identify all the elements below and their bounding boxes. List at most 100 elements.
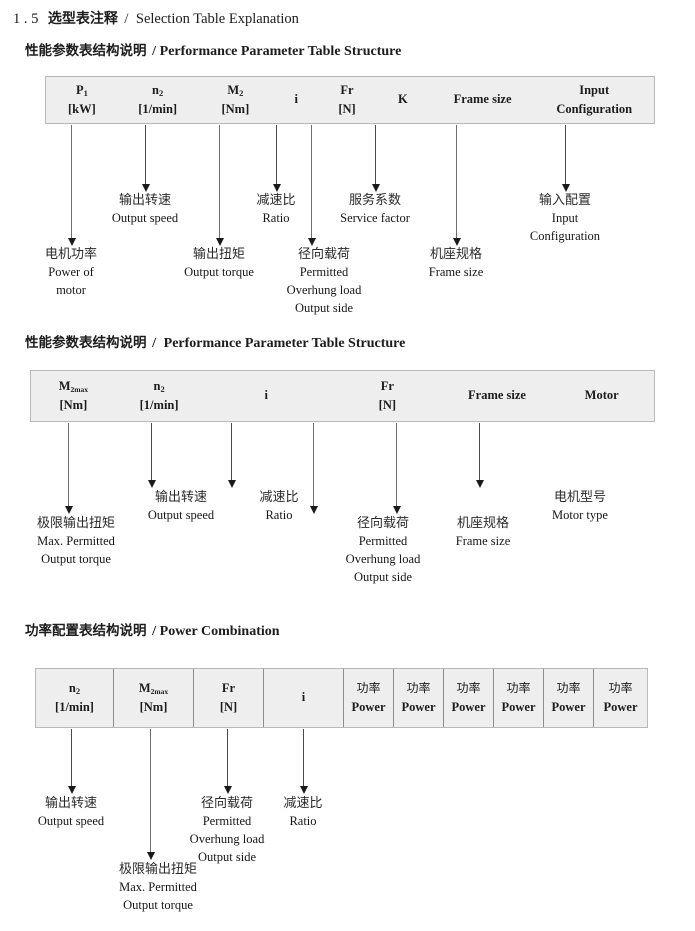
table1-arrow-n2 [141, 125, 150, 192]
table3-arrow-m2max [146, 852, 155, 860]
section-heading-en: Power Combination [159, 624, 280, 639]
table2-label-permitted-overhung-load: 径向载荷 Permitted Overhung load Output side [346, 515, 421, 587]
label-en-line-1: Permitted [299, 265, 349, 280]
page-title-separator: / [124, 11, 129, 27]
table2-stem-frame-size [396, 423, 397, 508]
label-cn: 输出扭矩 [192, 247, 246, 262]
page-title: 1 . 5 选型表注释 / Selection Table Explanatio… [13, 8, 299, 28]
label-cn: 极限输出扭矩 [118, 862, 198, 877]
table1-arrow-frame-size [452, 238, 461, 246]
table2-col-fr-symbol: Fr [380, 378, 394, 393]
page-title-en: Selection Table Explanation [135, 11, 299, 27]
table3-col-power-3: 功率 Power [444, 669, 494, 727]
table3-col-n2-unit: [1/min] [55, 700, 94, 714]
label-en-line-1: Ratio [289, 814, 317, 829]
label-cn: 极限输出扭矩 [36, 516, 116, 531]
table2-arrow-i [227, 423, 236, 488]
section-heading-power-combination: 功率配置表结构说明 / Power Combination [25, 624, 280, 639]
label-en-line-1: Permitted [202, 814, 252, 829]
label-cn: 输出转速 [44, 796, 97, 811]
table1-label-ratio: 减速比 Ratio [256, 192, 295, 228]
label-en-line-2: Output torque [41, 552, 111, 567]
label-cn: 减速比 [259, 490, 299, 505]
section-heading-performance-1: 性能参数表结构说明 / Performance Parameter Table … [25, 44, 401, 59]
table3-col-power-3-en: Power [451, 699, 486, 714]
table3-col-power-6-en: Power [603, 699, 638, 714]
table2-col-frame-size: Frame size [445, 371, 550, 421]
section-heading-cn: 功率配置表结构说明 [25, 623, 147, 639]
table1-col-n2-symbol: n2 [152, 82, 164, 98]
table3-col-power-4-cn: 功率 [506, 681, 531, 696]
table2-arrow-n2 [147, 423, 156, 488]
label-cn: 电机型号 [553, 490, 606, 505]
table1-col-input-configuration: Input Configuration [534, 77, 654, 123]
table3-col-n2-symbol: n2 [68, 680, 81, 696]
table1-arrow-input-configuration [561, 125, 570, 192]
table2-col-i: i [202, 371, 330, 421]
section-heading-cn: 性能参数表结构说明 [25, 335, 147, 351]
label-en-line-1: Frame size [455, 534, 511, 549]
label-en-line-1: Service factor [340, 211, 410, 226]
table3-col-power-4: 功率 Power [494, 669, 544, 727]
table1-col-frame-size: Frame size [431, 77, 535, 123]
label-cn: 径向载荷 [200, 796, 254, 811]
label-en-line-1: Frame size [428, 265, 484, 280]
table2-col-m2max-symbol: M2max [58, 378, 89, 394]
label-en-line-3: Output side [198, 849, 256, 864]
table3-col-fr-symbol: Fr [221, 680, 236, 695]
table2-label-frame-size: 机座规格 Frame size [456, 515, 511, 551]
table3-col-power-5-en: Power [551, 699, 586, 714]
label-cn: 输出转速 [118, 193, 171, 208]
label-en-line-1: Max. Permitted [37, 534, 115, 549]
table2-col-i-symbol: i [264, 388, 268, 403]
power-combination-table: n2 [1/min] M2max [Nm] Fr [N] i 功率 Power … [35, 668, 648, 728]
table2-col-m2max-unit: [Nm] [59, 398, 88, 412]
label-cn: 机座规格 [429, 247, 482, 262]
label-en-line-1: Output speed [37, 814, 105, 829]
table3-col-power-5-cn: 功率 [556, 681, 581, 696]
page-title-cn: 选型表注释 [47, 11, 118, 27]
table3-col-power-1-en: Power [351, 699, 386, 714]
table2-arrow-m2max [64, 506, 73, 514]
performance-parameter-table-2: M2max [Nm] n2 [1/min] i Fr [N] Frame siz… [30, 370, 655, 422]
page-title-number: 1 . 5 [13, 11, 39, 27]
section-heading-separator: / [152, 624, 157, 639]
table3-label-ratio: 减速比 Ratio [283, 795, 322, 831]
table2-col-n2: n2 [1/min] [116, 371, 203, 421]
table3-label-max-permitted-output-torque: 极限输出扭矩 Max. Permitted Output torque [119, 861, 197, 915]
performance-parameter-table-1: P1 [kW] n2 [1/min] M2 [Nm] i Fr [N] K Fr… [45, 76, 655, 124]
table3-col-power-1-cn: 功率 [356, 681, 381, 696]
table3-col-power-3-cn: 功率 [456, 681, 481, 696]
table2-col-frame-size-symbol: Frame size [468, 388, 526, 403]
table2-col-motor-symbol: Motor [584, 388, 619, 403]
label-en-line-1: Output torque [184, 265, 254, 280]
table1-col-m2: M2 [Nm] [198, 77, 274, 123]
label-cn: 输出转速 [154, 490, 207, 505]
table2-col-fr: Fr [N] [330, 371, 445, 421]
label-en-line-1: Power of [48, 265, 94, 280]
label-en-line-3: Output side [354, 569, 412, 584]
table1-stem-m2 [219, 125, 220, 240]
table1-col-i: i [273, 77, 319, 123]
table2-label-motor-type: 电机型号 Motor type [552, 489, 608, 525]
table3-col-i-symbol: i [301, 690, 306, 705]
table2-col-n2-symbol: n2 [153, 378, 165, 394]
label-cn: 服务系数 [348, 193, 402, 208]
table3-col-power-6-cn: 功率 [608, 681, 633, 696]
table3-col-m2max-unit: [Nm] [139, 700, 168, 714]
label-en-line-1: Output speed [111, 211, 179, 226]
label-en-line-1: Output speed [147, 508, 215, 523]
table3-col-i: i [264, 669, 344, 727]
table1-col-input-unit: Configuration [556, 102, 633, 116]
table3-col-fr: Fr [N] [194, 669, 264, 727]
table2-label-output-speed: 输出转速 Output speed [148, 489, 214, 525]
table1-stem-frame-size [456, 125, 457, 240]
table1-label-input-configuration: 输入配置 Input Configuration [530, 192, 600, 246]
section-heading-en: Performance Parameter Table Structure [163, 336, 406, 351]
table1-col-m2-symbol: M2 [227, 82, 244, 98]
table2-col-n2-unit: [1/min] [139, 398, 179, 412]
label-cn: 电机功率 [44, 247, 98, 262]
table1-label-frame-size: 机座规格 Frame size [429, 246, 484, 282]
table1-col-fr: Fr [N] [319, 77, 375, 123]
table1-col-m2-unit: [Nm] [221, 102, 250, 116]
